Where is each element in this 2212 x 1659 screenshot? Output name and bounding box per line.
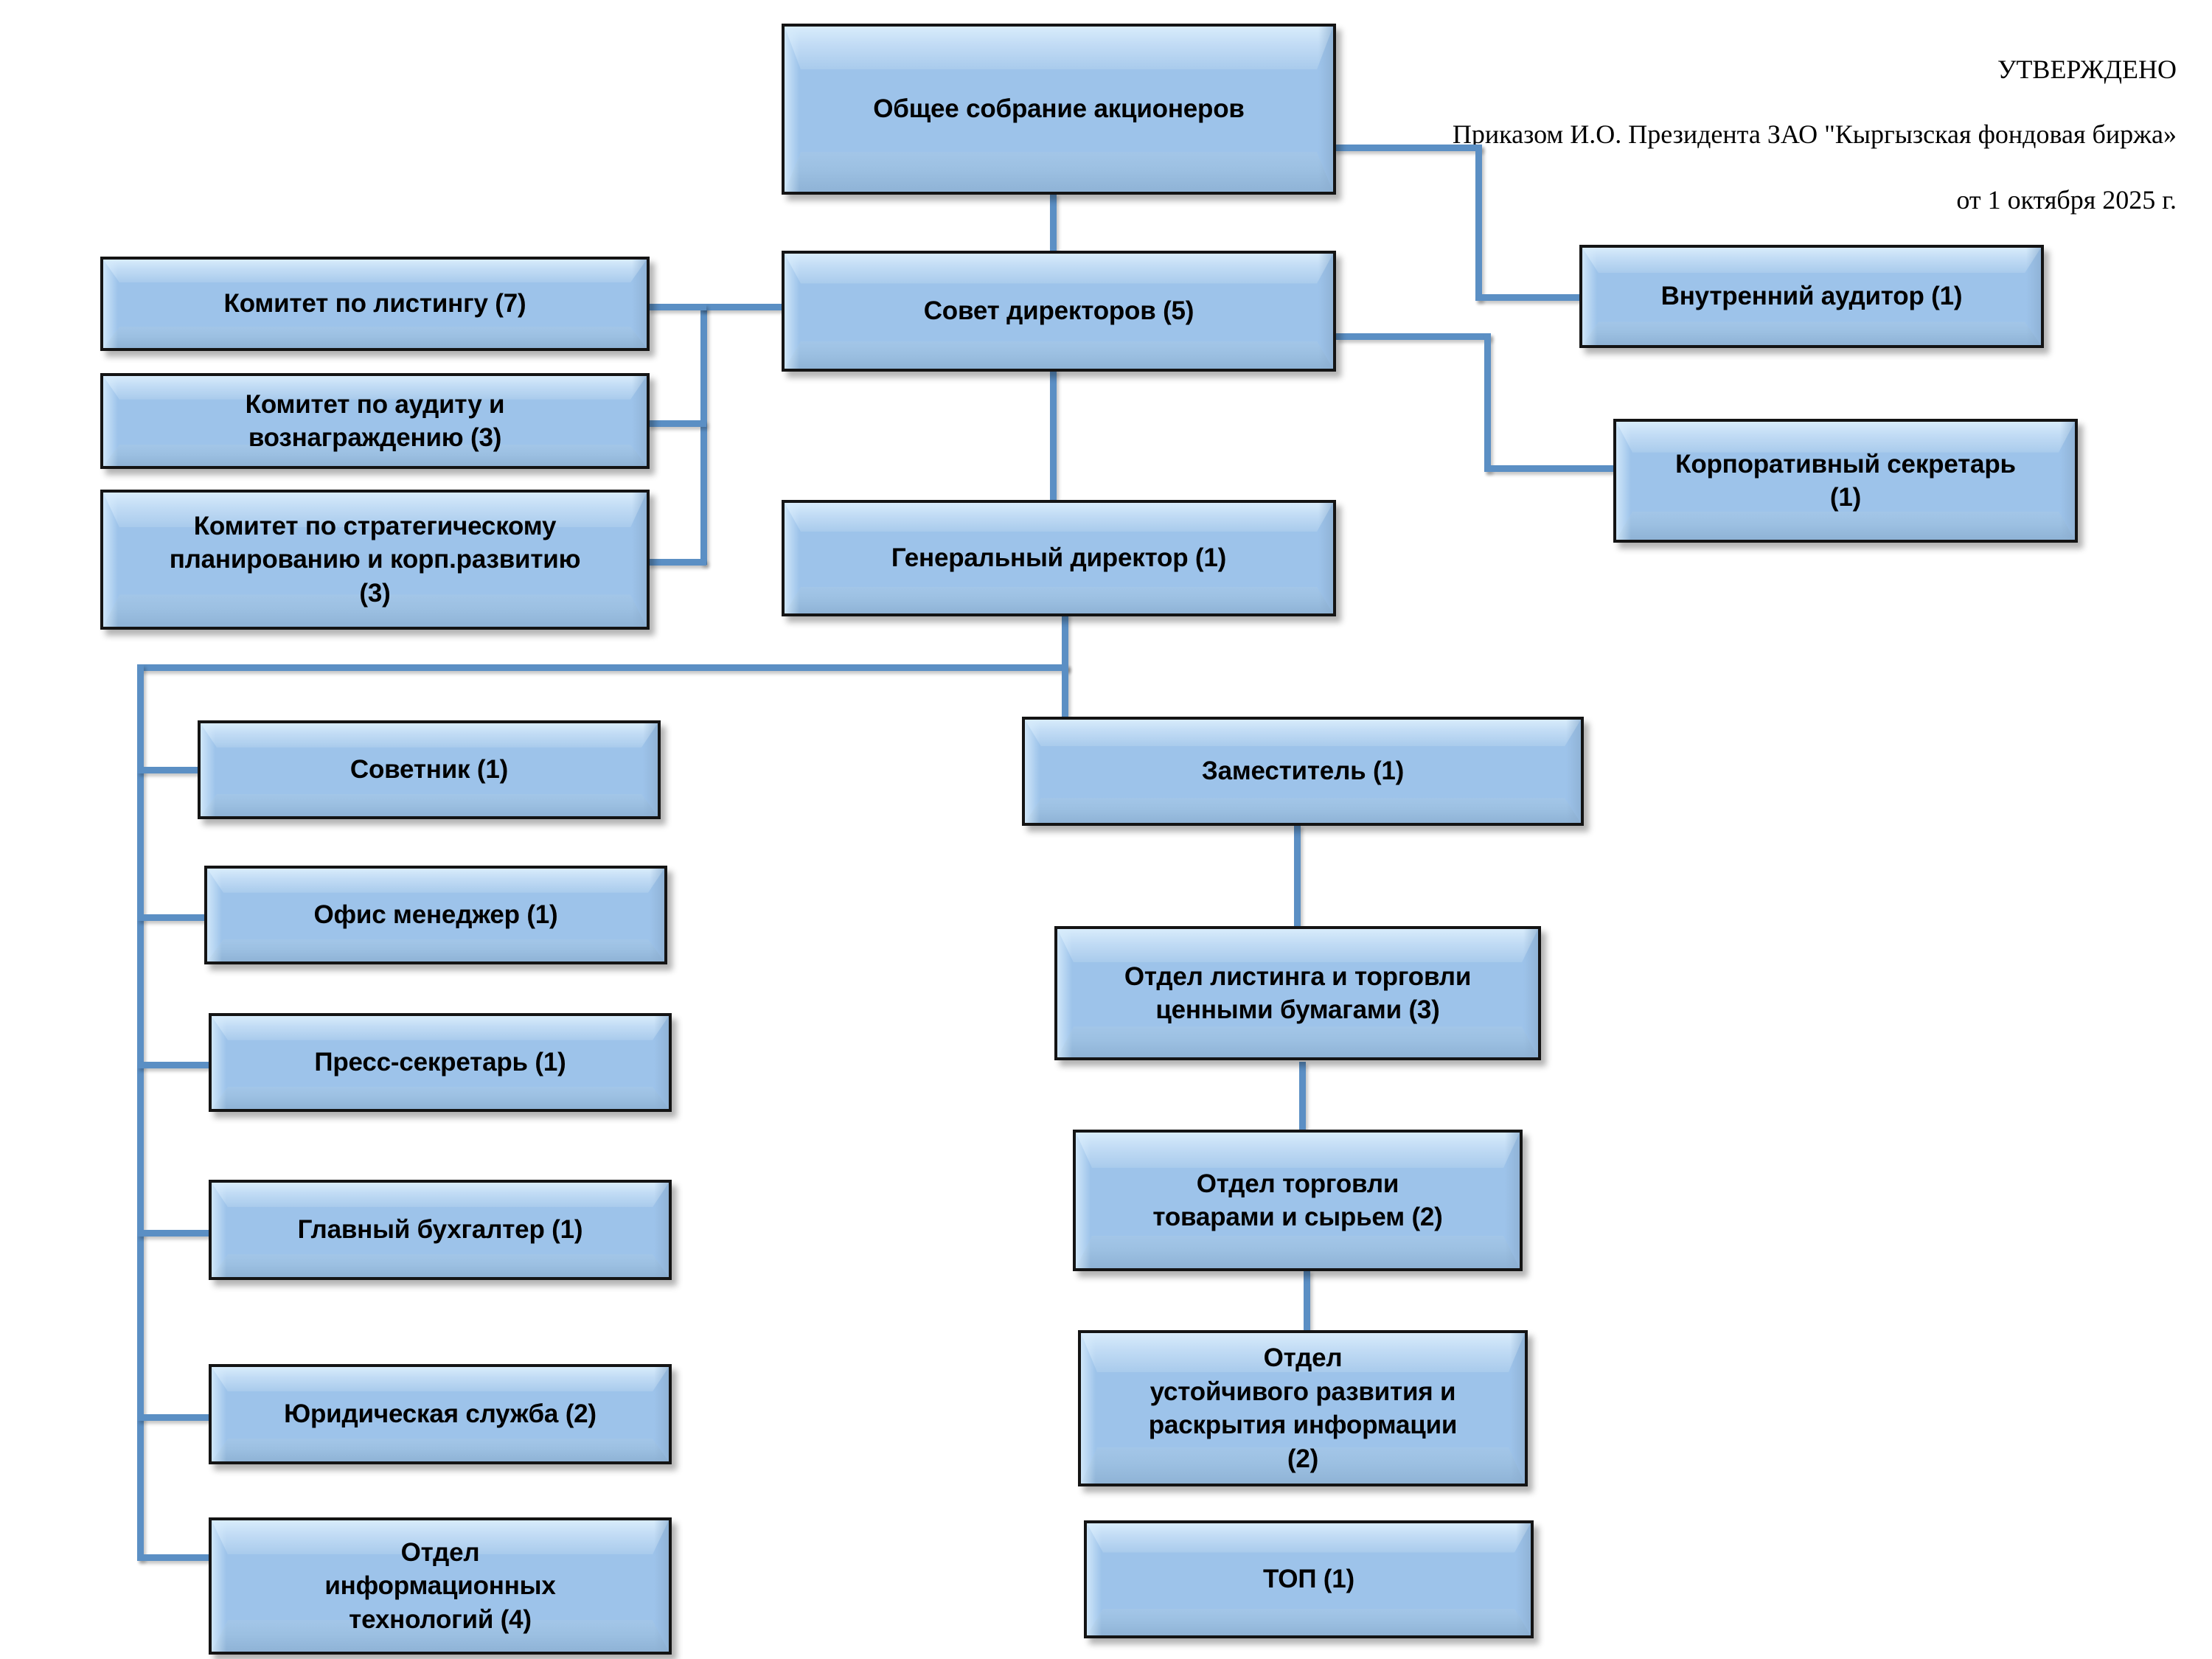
node-board-label: Совет директоров (5) — [923, 296, 1194, 326]
connector-shareholders-auditor-seg1 — [1333, 145, 1482, 151]
connector-shareholders-board — [1050, 193, 1057, 255]
node-advisor-label: Советник (1) — [349, 755, 509, 785]
node-legal-service[interactable]: Юридическая служба (2) — [209, 1364, 672, 1464]
connector-legal-service-stub — [137, 1414, 211, 1421]
connector-main-bus — [137, 664, 1068, 671]
node-gen-director-label: Генеральный директор (1) — [891, 543, 1227, 573]
node-listing-trading-dept[interactable]: Отдел листинга и торговли ценными бумага… — [1054, 926, 1541, 1060]
node-audit-committee-label: Комитет по аудиту и вознаграждению (3) — [245, 389, 505, 453]
node-deputy-label: Заместитель (1) — [1201, 757, 1405, 786]
connector-board-secretary-seg2 — [1484, 333, 1491, 472]
connector-bus-deputy — [1062, 664, 1068, 719]
node-listing-committee-label: Комитет по листингу (7) — [223, 289, 526, 319]
approval-line-1: УТВЕРЖДЕНО — [1997, 55, 2177, 84]
connector-office-manager-stub — [137, 914, 208, 921]
node-corp-secretary[interactable]: Корпоративный секретарь (1) — [1613, 419, 2078, 543]
node-legal-service-label: Юридическая служба (2) — [284, 1399, 597, 1429]
node-chief-accountant[interactable]: Главный бухгалтер (1) — [209, 1180, 672, 1280]
connector-board-committee-bus — [700, 304, 789, 310]
node-listing-committee[interactable]: Комитет по листингу (7) — [100, 257, 650, 351]
connector-shareholders-auditor-seg2 — [1475, 145, 1482, 301]
node-strategy-committee[interactable]: Комитет по стратегическому планированию … — [100, 490, 650, 630]
node-deputy[interactable]: Заместитель (1) — [1022, 717, 1584, 826]
node-sustainability-dept[interactable]: Отдел устойчивого развития и раскрытия и… — [1078, 1330, 1528, 1486]
connector-commodity-sustainability — [1304, 1270, 1310, 1333]
node-strategy-committee-label: Комитет по стратегическому планированию … — [169, 511, 581, 608]
connector-gendirector-down — [1062, 612, 1068, 669]
connector-listing-committee-stub — [647, 304, 706, 310]
node-shareholders-label: Общее собрание акционеров — [873, 94, 1245, 124]
node-office-manager-label: Офис менеджер (1) — [313, 900, 558, 930]
connector-strategy-committee-stub — [647, 559, 706, 566]
node-sustainability-dept-label: Отдел устойчивого развития и раскрытия и… — [1148, 1343, 1458, 1473]
node-board[interactable]: Совет директоров (5) — [782, 251, 1336, 372]
approval-line-3: от 1 октября 2025 г. — [1956, 185, 2177, 215]
connector-deputy-listing-dept — [1294, 824, 1301, 929]
connector-listing-commodity — [1299, 1062, 1306, 1135]
connector-audit-committee-stub — [647, 420, 706, 427]
node-shareholders[interactable]: Общее собрание акционеров — [782, 24, 1336, 195]
node-listing-trading-dept-label: Отдел листинга и торговли ценными бумага… — [1124, 961, 1472, 1025]
connector-it-department-stub — [137, 1554, 211, 1561]
node-audit-committee[interactable]: Комитет по аудиту и вознаграждению (3) — [100, 373, 650, 469]
node-it-department-label: Отдел информационных технологий (4) — [324, 1537, 556, 1634]
node-commodity-trading-dept[interactable]: Отдел торговли товарами и сырьем (2) — [1073, 1130, 1523, 1271]
connector-chief-accountant-stub — [137, 1230, 211, 1237]
connector-shareholders-auditor-seg3 — [1475, 294, 1584, 301]
node-press-secretary[interactable]: Пресс-секретарь (1) — [209, 1013, 672, 1112]
node-top-label: ТОП (1) — [1263, 1565, 1354, 1594]
connector-committees-spine — [700, 304, 707, 565]
connector-board-secretary-seg1 — [1336, 333, 1491, 340]
node-gen-director[interactable]: Генеральный директор (1) — [782, 500, 1336, 616]
connector-advisor-stub — [137, 767, 202, 773]
node-internal-auditor-label: Внутренний аудитор (1) — [1660, 282, 1963, 311]
approval-line-2: Приказом И.О. Президента ЗАО "Кыргызская… — [1452, 119, 2177, 149]
node-top[interactable]: ТОП (1) — [1084, 1520, 1534, 1638]
connector-board-gendirector — [1050, 369, 1057, 505]
node-press-secretary-label: Пресс-секретарь (1) — [314, 1048, 566, 1077]
node-commodity-trading-dept-label: Отдел торговли товарами и сырьем (2) — [1152, 1169, 1443, 1232]
node-corp-secretary-label: Корпоративный секретарь (1) — [1675, 449, 2016, 512]
connector-board-secretary-seg3 — [1484, 465, 1617, 472]
node-advisor[interactable]: Советник (1) — [198, 720, 661, 819]
node-internal-auditor[interactable]: Внутренний аудитор (1) — [1579, 245, 2044, 348]
connector-left-spine — [137, 664, 144, 1560]
connector-press-secretary-stub — [137, 1062, 211, 1068]
node-chief-accountant-label: Главный бухгалтер (1) — [297, 1215, 583, 1245]
node-office-manager[interactable]: Офис менеджер (1) — [204, 866, 667, 964]
node-it-department[interactable]: Отдел информационных технологий (4) — [209, 1517, 672, 1655]
